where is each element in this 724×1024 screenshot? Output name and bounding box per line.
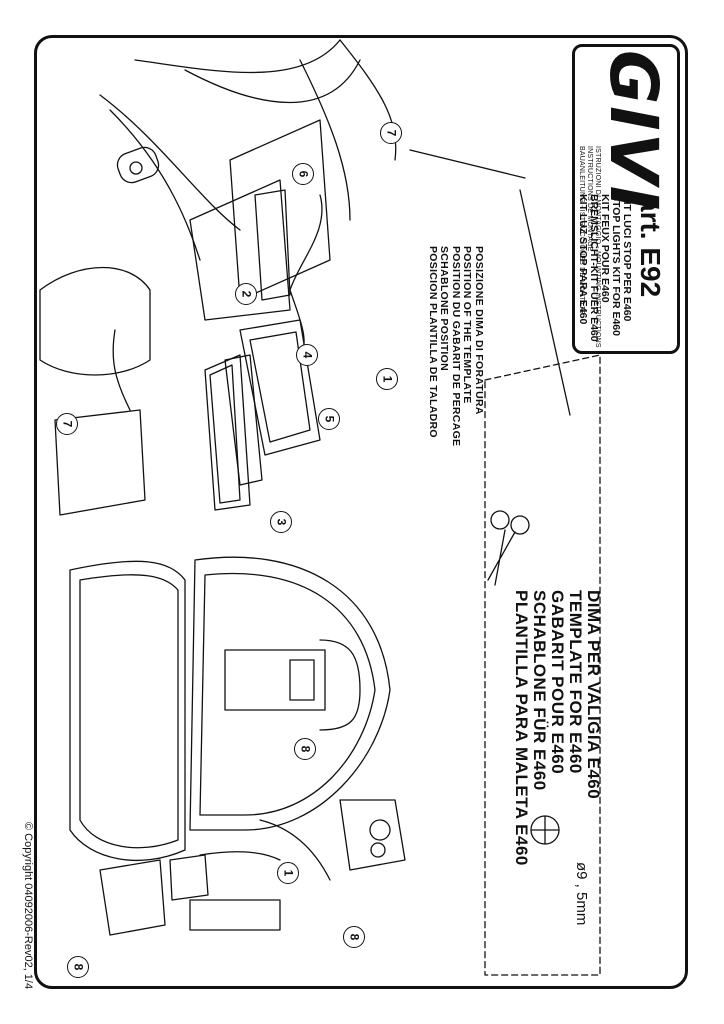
callout-3: 3 xyxy=(270,511,292,533)
callout-8b: 8 xyxy=(343,926,365,948)
top-case-lid xyxy=(69,560,186,862)
callout-1b: 1 xyxy=(277,862,299,884)
callout-4: 4 xyxy=(296,344,318,366)
header-box xyxy=(572,44,680,354)
callout-6: 6 xyxy=(292,163,314,185)
light-housing-outline xyxy=(229,119,331,301)
callout-8c: 8 xyxy=(67,956,89,978)
callout-7: 7 xyxy=(380,122,402,144)
page-frame xyxy=(34,35,688,989)
connector-assembly xyxy=(99,859,166,936)
callout-7b: 7 xyxy=(56,413,78,435)
template-cut-border xyxy=(484,354,601,976)
top-case-body xyxy=(189,556,391,831)
callout-2: 2 xyxy=(235,283,257,305)
callout-1: 1 xyxy=(376,368,398,390)
callout-5: 5 xyxy=(318,408,340,430)
callout-8: 8 xyxy=(294,738,316,760)
case-outline-curve xyxy=(134,39,341,74)
connector-8 xyxy=(339,799,406,871)
light-bar-outline xyxy=(239,319,321,456)
